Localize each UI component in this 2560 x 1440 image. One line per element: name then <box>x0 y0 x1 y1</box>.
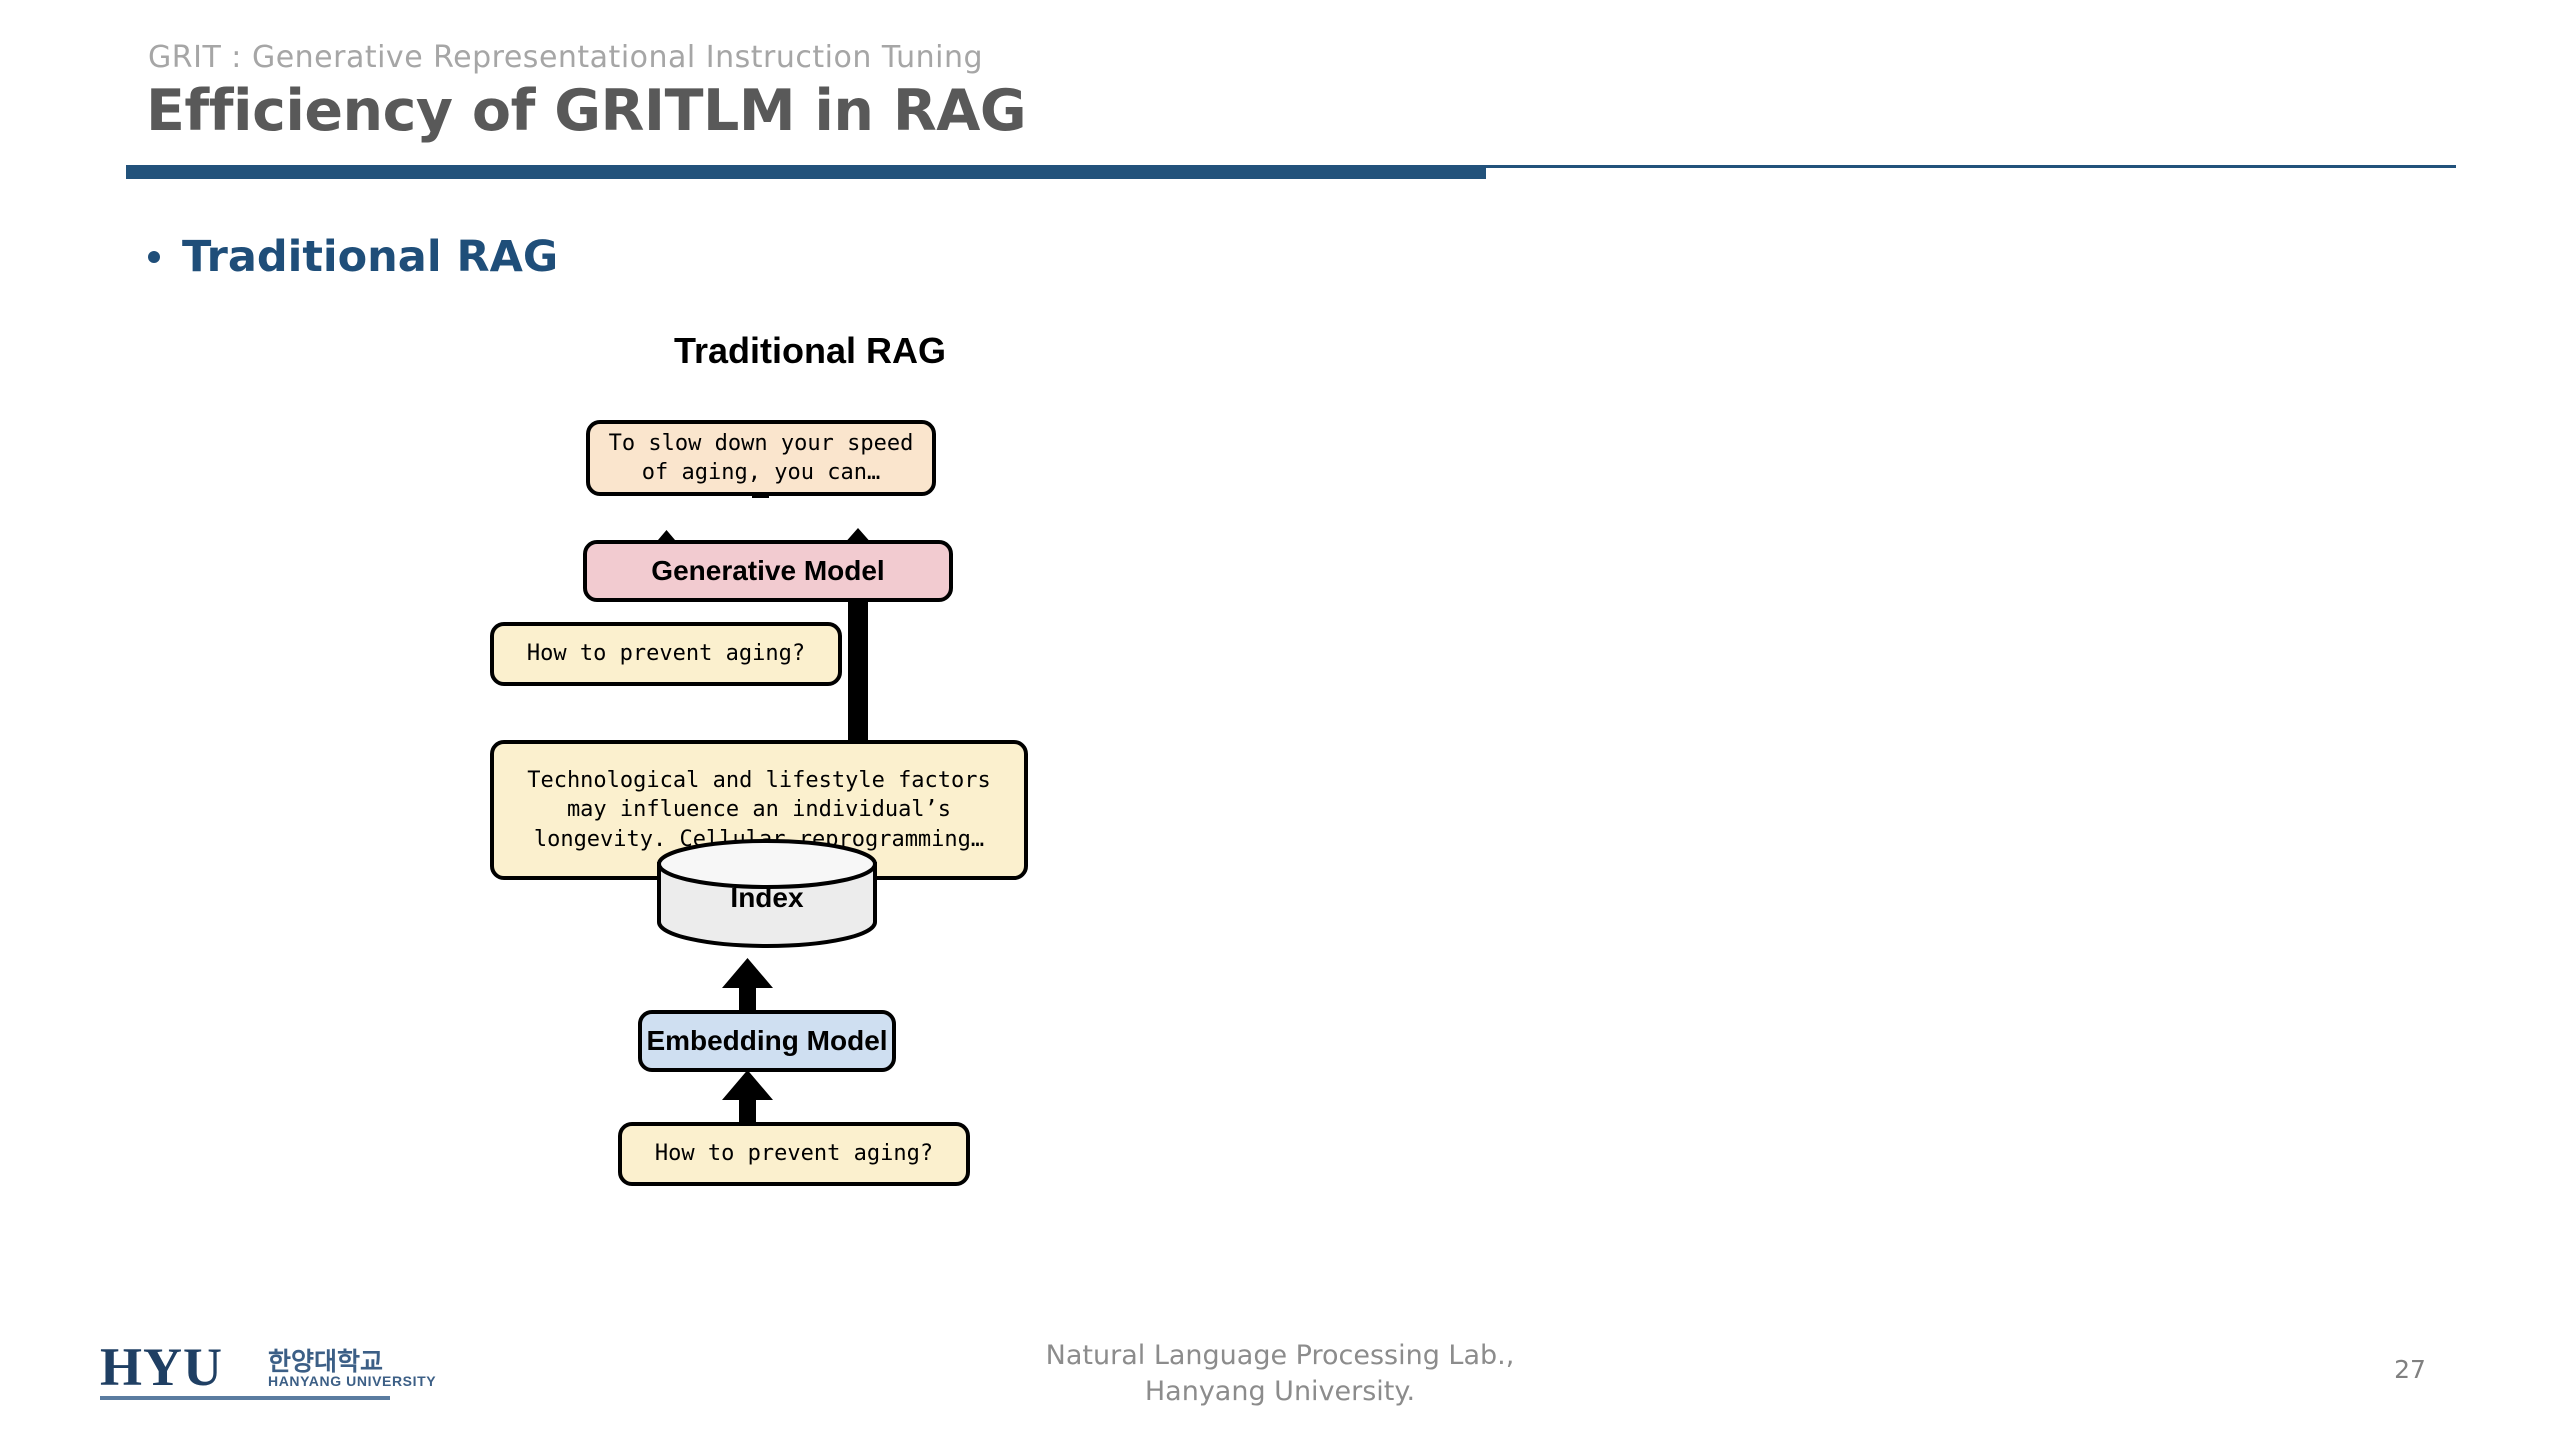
node-embedding-model: Embedding Model <box>638 1010 896 1072</box>
header-rule-thick <box>126 165 1486 179</box>
node-index: Index <box>654 838 880 948</box>
node-index-label: Index <box>730 882 804 913</box>
hyu-logo-english: HANYANG UNIVERSITY <box>268 1373 437 1389</box>
node-query-top: How to prevent aging? <box>490 622 842 686</box>
node-generative-model: Generative Model <box>583 540 953 602</box>
page-title: Efficiency of GRITLM in RAG <box>146 78 1027 144</box>
hyu-logo-underline <box>100 1396 390 1400</box>
traditional-rag-diagram: Traditional RAG To slow down your speed … <box>490 330 1130 1290</box>
header-eyebrow: GRIT : Generative Representational Instr… <box>148 40 984 75</box>
node-generative-model-label: Generative Model <box>651 555 885 586</box>
footer-affiliation: Natural Language Processing Lab., Hanyan… <box>1045 1340 1515 1408</box>
node-query-bottom-label: How to prevent aging? <box>654 1141 934 1167</box>
page-number: 27 <box>2394 1355 2426 1384</box>
node-answer-label: To slow down your speed of aging, you ca… <box>608 430 914 485</box>
bullet-dot-icon <box>148 251 160 263</box>
node-query-top-label: How to prevent aging? <box>526 641 806 667</box>
hyu-logo-korean: 한양대학교 <box>268 1347 384 1376</box>
node-answer-text: To slow down your speed of aging, you ca… <box>586 420 936 496</box>
hyu-logo: HYU 한양대학교 HANYANG UNIVERSITY <box>100 1337 436 1402</box>
node-embedding-model-label: Embedding Model <box>646 1025 888 1056</box>
bullet-item-label: Traditional RAG <box>182 232 559 282</box>
diagram-canvas: To slow down your speed of aging, you ca… <box>490 400 1130 1290</box>
node-query-bottom: How to prevent aging? <box>618 1122 970 1186</box>
arrow-query-to-embedding <box>722 1070 773 1122</box>
slide-header: GRIT : Generative Representational Instr… <box>0 0 2560 185</box>
cylinder-shape-icon <box>657 839 877 948</box>
node-retrieved-context-label: Technological and lifestyle factors may … <box>527 768 991 852</box>
diagram-title: Traditional RAG <box>673 330 947 371</box>
hyu-logo-mark: HYU <box>100 1337 223 1397</box>
bullet-item-traditional-rag: Traditional RAG <box>148 232 558 282</box>
arrow-embedding-to-index <box>722 958 773 1010</box>
arrow-context-to-generative <box>828 528 888 780</box>
